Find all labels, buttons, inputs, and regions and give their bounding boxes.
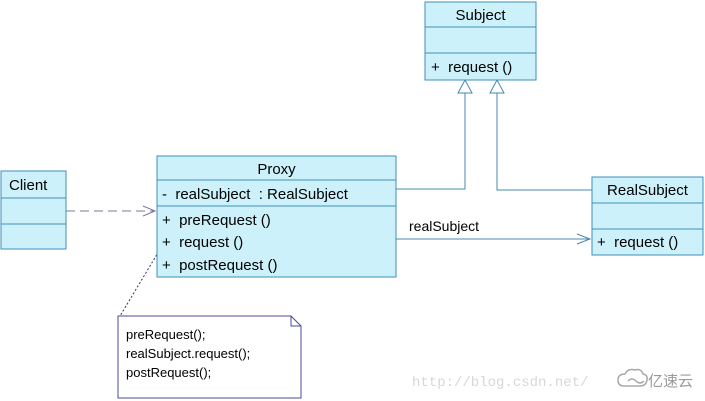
dependency-open-arrowhead — [142, 205, 157, 217]
realsubject-subject-generalization-line — [496, 92, 592, 191]
note-line-prerequest: preRequest(); — [126, 327, 205, 342]
realsubject-method-request: + request () — [597, 234, 678, 251]
note-anchor-line — [119, 240, 166, 317]
association-label: realSubject — [409, 218, 479, 234]
note-line-realsubject-request: realSubject.request(); — [126, 346, 250, 361]
realsubject-class-name: RealSubject — [607, 182, 689, 199]
proxy-subject-generalization-line — [396, 92, 466, 190]
class-client[interactable]: Client — [0, 170, 67, 250]
proxy-method-prerequest: + preRequest () — [162, 212, 271, 229]
subject-class-name: Subject — [455, 7, 506, 24]
note-line-postrequest: postRequest(); — [126, 365, 211, 380]
class-subject[interactable]: Subject + request () — [424, 1, 537, 81]
proxy-method-postrequest: + postRequest () — [162, 257, 277, 274]
note-proxy-request[interactable]: preRequest(); realSubject.request(); pos… — [117, 315, 302, 399]
proxy-attribute-realsubject: - realSubject : RealSubject — [162, 186, 349, 203]
subject-method-request: + request () — [431, 59, 512, 76]
proxy-method-request: + request () — [162, 234, 243, 251]
association-open-arrowhead — [576, 233, 592, 245]
watermark: http://blog.csdn.net/ 亿速云 — [412, 368, 693, 391]
client-class-name: Client — [9, 177, 48, 194]
cloud-logo-icon — [617, 368, 648, 387]
watermark-brand: 亿速云 — [648, 372, 693, 390]
class-realsubject[interactable]: RealSubject + request () — [591, 176, 704, 256]
proxy-class-name: Proxy — [257, 161, 296, 178]
class-proxy[interactable]: Proxy - realSubject : RealSubject + preR… — [156, 155, 397, 278]
realsubject-subject-hollow-arrowhead — [489, 78, 505, 94]
proxy-subject-hollow-arrowhead — [457, 78, 473, 94]
watermark-url: http://blog.csdn.net/ — [412, 375, 588, 391]
